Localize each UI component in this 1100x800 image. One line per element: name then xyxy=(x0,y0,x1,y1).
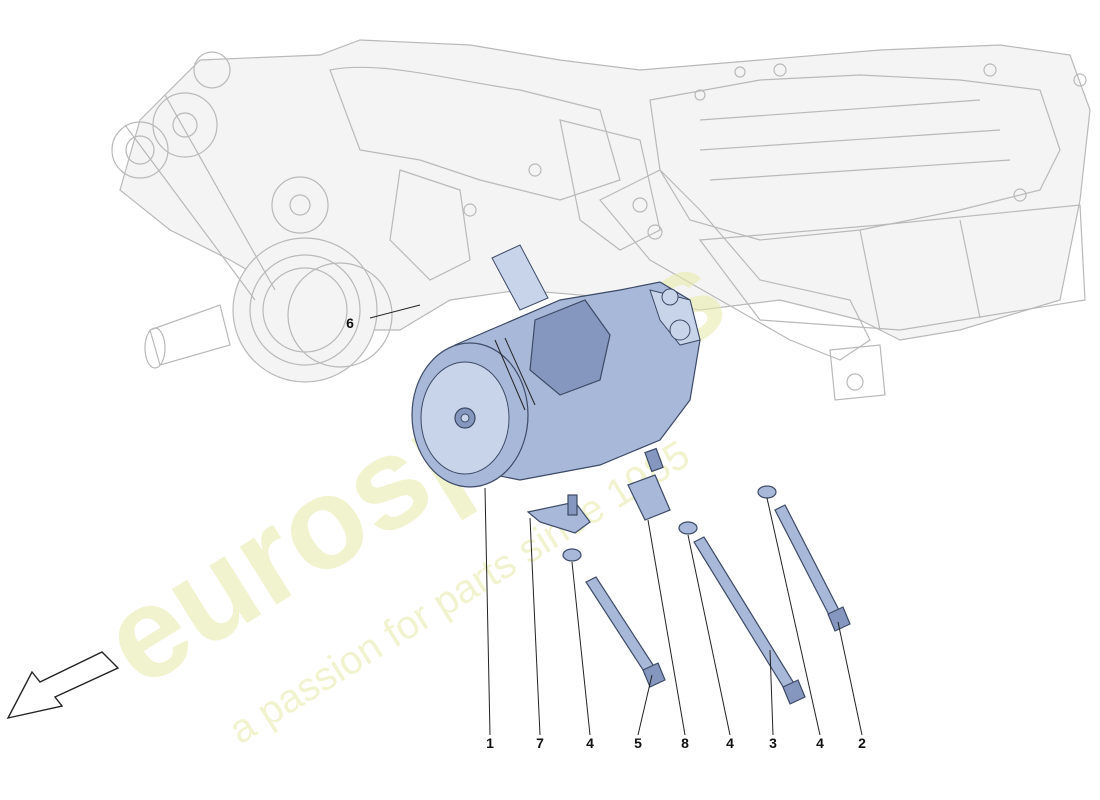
leader-7 xyxy=(529,517,541,736)
leader-4a xyxy=(571,561,591,736)
callout-bracket: 7 xyxy=(536,735,544,751)
callout-labels: 6 1 7 4 5 8 4 3 4 2 xyxy=(346,315,866,751)
callout-spacer: 8 xyxy=(681,735,689,751)
leader-5 xyxy=(637,674,653,736)
leader-2 xyxy=(837,621,863,736)
leader-1 xyxy=(484,487,491,736)
inlet-stub xyxy=(491,244,549,311)
compressor-head xyxy=(529,299,611,396)
engine-background xyxy=(111,39,1091,401)
bolt-short xyxy=(585,576,666,688)
clutch-hub-center xyxy=(460,413,470,423)
port-opening-top xyxy=(661,288,679,306)
washer-left xyxy=(562,548,582,562)
spacer-sleeve xyxy=(627,474,671,521)
leader-lines xyxy=(369,304,863,736)
leader-3 xyxy=(769,649,774,736)
callout-bolt-right: 2 xyxy=(858,735,866,751)
washer-middle xyxy=(678,521,698,535)
leader-8 xyxy=(647,519,686,736)
bolt-right xyxy=(774,504,851,632)
washer-right xyxy=(757,485,777,499)
leader-4b xyxy=(687,534,731,736)
compressor-assembly xyxy=(411,244,701,488)
callout-washer-right: 4 xyxy=(816,735,824,751)
callout-bolt-long: 3 xyxy=(769,735,777,751)
port-opening xyxy=(669,319,691,341)
bolt-long xyxy=(693,536,806,705)
callout-washer-left: 4 xyxy=(586,735,594,751)
leader-6 xyxy=(369,304,421,319)
callout-pulley: 6 xyxy=(346,315,354,331)
leader-4c xyxy=(766,497,821,736)
bracket-tab xyxy=(567,494,578,516)
front-direction-arrow-icon xyxy=(6,651,120,720)
callout-compressor: 1 xyxy=(486,735,494,751)
spacer-tab xyxy=(644,447,664,473)
callout-bolt-short: 5 xyxy=(634,735,642,751)
callout-washer-middle: 4 xyxy=(726,735,734,751)
